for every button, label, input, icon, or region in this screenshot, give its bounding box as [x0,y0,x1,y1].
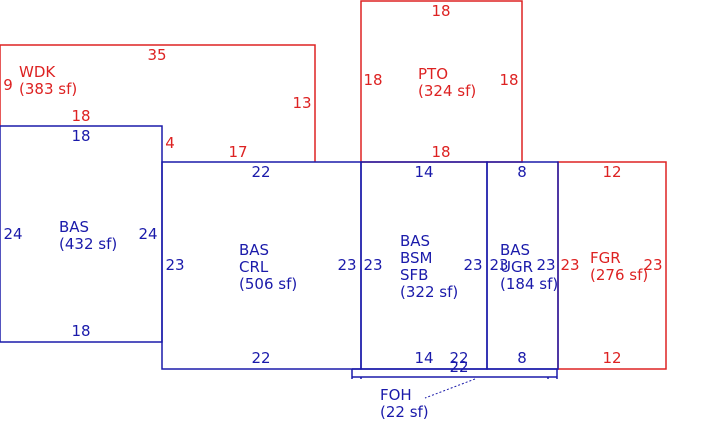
dimension-label: 18 [71,107,90,125]
dimension-label: 18 [431,2,450,20]
foh-outline [351,368,558,379]
dimension-label: 23 [363,256,382,274]
wdk-outline [0,44,316,162]
area-label-line: BAS [59,218,89,236]
area-label-line: WDK [19,63,56,81]
dimension-labels: 35 9 13 18 4 17 18 18 18 18 18 24 24 18 … [3,2,662,376]
dimension-label: 13 [292,94,311,112]
area-label-line: FGR [590,249,621,267]
dimension-label: 22 [251,163,270,181]
dimension-label: 4 [165,134,175,152]
area-label-line: (276 sf) [590,266,648,284]
area-label-line: (383 sf) [19,80,77,98]
dimension-label: 22 [449,358,468,376]
area-label-line: (322 sf) [400,283,458,301]
outlines [0,0,667,399]
dimension-label: 12 [602,163,621,181]
area-label-line: BAS [400,232,430,250]
dimension-label: 23 [489,256,508,274]
dimension-label: 22 [251,349,270,367]
dimension-label: 18 [363,71,382,89]
dimension-label: 18 [71,322,90,340]
dimension-label: 18 [499,71,518,89]
dimension-label: 24 [3,225,22,243]
dimension-label: 35 [147,46,166,64]
area-label-line: CRL [239,258,269,276]
dimension-label: 23 [536,256,555,274]
area-label-line: (506 sf) [239,275,297,293]
dimension-label: 23 [337,256,356,274]
area-label-line: BSM [400,249,433,267]
area-label-line: (184 sf) [500,275,558,293]
area-label-line: UGR [500,258,533,276]
area-label-line: BAS [500,241,530,259]
dimension-label: 14 [414,163,433,181]
dimension-label: 17 [228,143,247,161]
pto-label: PTO(324 sf) [418,65,476,100]
wdk-label: WDK(383 sf) [19,63,77,98]
dimension-label: 18 [71,127,90,145]
area-label-line: FOH [380,386,412,404]
dimension-label: 22 [449,349,468,367]
dimension-label: 8 [517,349,527,367]
dimension-label: 14 [414,349,433,367]
dimension-label: 23 [463,256,482,274]
foh-label: FOH(22 sf) [380,386,429,421]
area-label-line: PTO [418,65,448,83]
dimension-label: 12 [602,349,621,367]
bas-1-label: BAS(432 sf) [59,218,117,253]
area-label-line: SFB [400,266,428,284]
dimension-label: 8 [517,163,527,181]
dimension-label: 24 [138,225,157,243]
fgr-label: FGR(276 sf) [590,249,648,284]
dimension-label: 23 [165,256,184,274]
dimension-label: 23 [560,256,579,274]
area-label-line: BAS [239,241,269,259]
area-label-line: (22 sf) [380,403,429,421]
dimension-label: 23 [643,256,662,274]
foh-leader-line [424,378,476,399]
dimension-label: 9 [3,76,13,94]
area-label-line: (432 sf) [59,235,117,253]
area-label-line: (324 sf) [418,82,476,100]
dimension-label: 18 [431,143,450,161]
